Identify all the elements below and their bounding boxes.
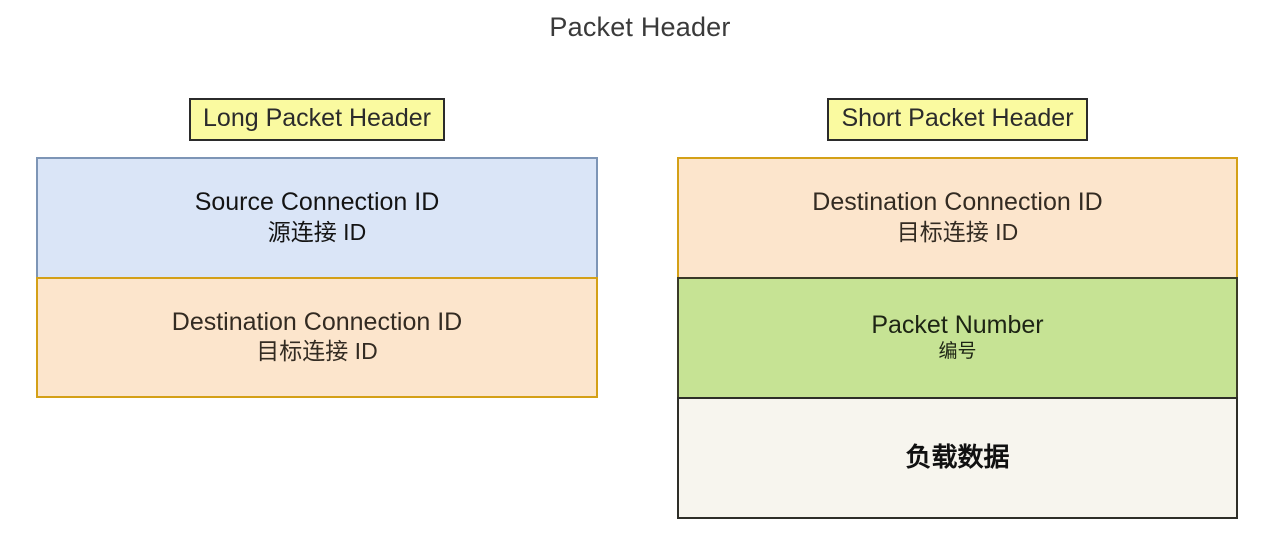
field-packet-number-zh: 编号 <box>938 341 977 363</box>
field-payload-data: 负载数据 <box>677 397 1238 519</box>
short-packet-header-label: Short Packet Header <box>827 98 1088 141</box>
field-destination-connection-id-short-en: Destination Connection ID <box>812 188 1103 217</box>
field-destination-connection-id-short: Destination Connection ID 目标连接 ID <box>677 157 1238 279</box>
field-source-connection-id: Source Connection ID 源连接 ID <box>36 157 598 279</box>
field-packet-number-en: Packet Number <box>871 310 1044 339</box>
short-packet-header-field-stack: Destination Connection ID 目标连接 ID Packet… <box>677 157 1238 519</box>
long-packet-header-field-stack: Source Connection ID 源连接 ID Destination … <box>36 157 598 398</box>
field-destination-connection-id-short-zh: 目标连接 ID <box>896 218 1019 245</box>
long-packet-header-label-row: Long Packet Header <box>36 98 598 141</box>
field-source-connection-id-en: Source Connection ID <box>194 188 440 217</box>
field-destination-connection-id-long-zh: 目标连接 ID <box>256 338 378 365</box>
short-packet-header-label-row: Short Packet Header <box>677 98 1238 141</box>
field-packet-number: Packet Number 编号 <box>677 277 1238 399</box>
long-packet-header-column: Long Packet Header Source Connection ID … <box>36 98 598 398</box>
field-source-connection-id-zh: 源连接 ID <box>267 218 367 245</box>
long-packet-header-label: Long Packet Header <box>189 98 445 141</box>
short-packet-header-column: Short Packet Header Destination Connecti… <box>677 98 1238 519</box>
page-title: Packet Header <box>549 12 731 42</box>
field-payload-data-zh: 负载数据 <box>905 442 1010 473</box>
field-destination-connection-id-long: Destination Connection ID 目标连接 ID <box>36 277 598 398</box>
field-destination-connection-id-long-en: Destination Connection ID <box>171 307 463 336</box>
